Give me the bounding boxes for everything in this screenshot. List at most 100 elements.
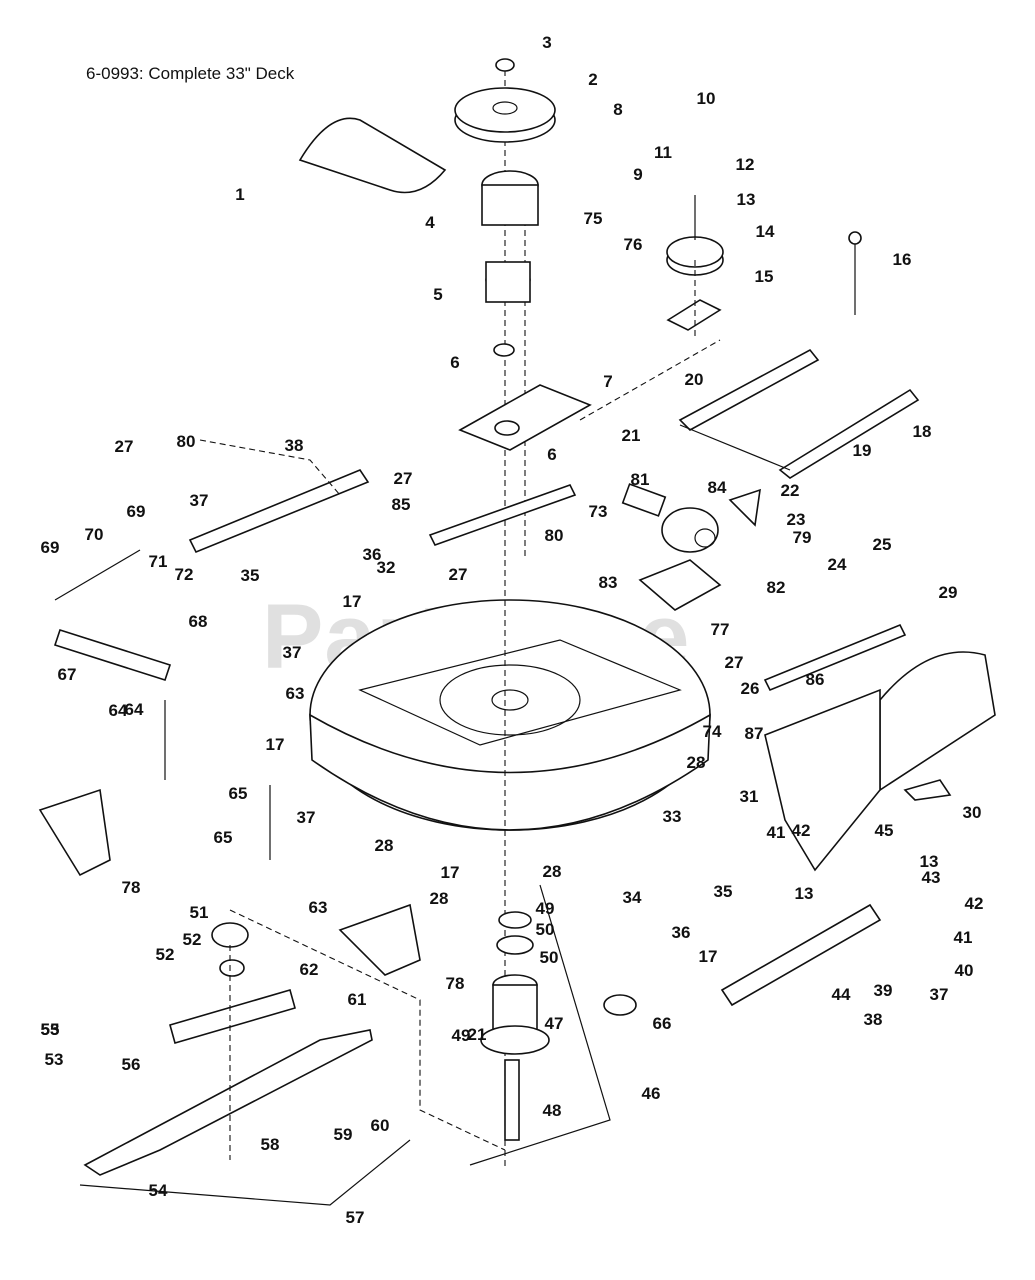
callout-51: 51	[190, 903, 209, 922]
callout-66: 66	[653, 1014, 672, 1033]
pulley-assembly	[298, 58, 592, 451]
callout-44: 44	[832, 985, 851, 1004]
callout-13: 13	[737, 190, 756, 209]
callout-3: 3	[542, 33, 551, 52]
callout-36: 36	[672, 923, 691, 942]
callout-56: 56	[122, 1055, 141, 1074]
callout-30: 30	[963, 803, 982, 822]
callout-16: 16	[893, 250, 912, 269]
callout-57: 57	[346, 1208, 365, 1227]
callout-69: 69	[41, 538, 60, 557]
callout-18: 18	[913, 422, 932, 441]
callout-29: 29	[939, 583, 958, 602]
callout-49: 49	[452, 1026, 471, 1045]
callout-52: 52	[156, 945, 175, 964]
callout-34: 34	[623, 888, 642, 907]
callout-13: 13	[920, 852, 939, 871]
callout-17: 17	[266, 735, 285, 754]
callout-5: 5	[433, 285, 442, 304]
leader-lines	[199, 339, 721, 1166]
callout-82: 82	[767, 578, 786, 597]
callout-79: 79	[793, 528, 812, 547]
callout-73: 73	[589, 502, 608, 521]
callout-36: 36	[363, 545, 382, 564]
callout-42: 42	[965, 894, 984, 913]
callout-10: 10	[697, 89, 716, 108]
callout-78: 78	[122, 878, 141, 897]
blade-assembly	[79, 922, 411, 1206]
callout-47: 47	[545, 1014, 564, 1033]
belt-guard	[764, 651, 996, 872]
callout-26: 26	[741, 679, 760, 698]
callout-27: 27	[394, 469, 413, 488]
callout-39: 39	[874, 981, 893, 1000]
callout-14: 14	[756, 222, 775, 241]
callout-28: 28	[543, 862, 562, 881]
callout-49: 49	[536, 899, 555, 918]
callout-63: 63	[286, 684, 305, 703]
callout-21: 21	[622, 426, 641, 445]
callout-17: 17	[699, 947, 718, 966]
callout-46: 46	[642, 1084, 661, 1103]
callout-6: 6	[547, 445, 556, 464]
callout-77: 77	[711, 620, 730, 639]
callout-59: 59	[334, 1125, 353, 1144]
callout-17: 17	[343, 592, 362, 611]
callout-65: 65	[229, 784, 248, 803]
callout-27: 27	[449, 565, 468, 584]
callout-65: 65	[214, 828, 233, 847]
callout-28: 28	[430, 889, 449, 908]
callout-69: 69	[127, 502, 146, 521]
callout-72: 72	[175, 565, 194, 584]
callout-80: 80	[545, 526, 564, 545]
left-linkage	[38, 549, 421, 976]
callout-50: 50	[540, 948, 559, 967]
callout-37: 37	[190, 491, 209, 510]
callout-62: 62	[300, 960, 319, 979]
callout-11: 11	[654, 143, 672, 162]
idler-pulley	[666, 195, 724, 340]
callout-53: 53	[45, 1050, 64, 1069]
callout-37: 37	[283, 643, 302, 662]
callout-42: 42	[792, 821, 811, 840]
callout-70: 70	[85, 525, 104, 544]
callout-60: 60	[371, 1116, 390, 1135]
callout-86: 86	[806, 670, 825, 689]
callout-40: 40	[955, 961, 974, 980]
callout-38: 38	[864, 1010, 883, 1029]
callout-15: 15	[755, 267, 774, 286]
callout-37: 37	[930, 985, 949, 1004]
callout-43: 43	[922, 868, 941, 887]
callout-27: 27	[725, 653, 744, 672]
callout-63: 63	[309, 898, 328, 917]
callout-12: 12	[736, 155, 755, 174]
callout-71: 71	[149, 552, 168, 571]
callout-83: 83	[599, 573, 618, 592]
callout-21: 21	[468, 1025, 487, 1044]
callout-19: 19	[853, 441, 872, 460]
callout-58: 58	[261, 1135, 280, 1154]
callout-24: 24	[828, 555, 847, 574]
callout-50: 50	[536, 920, 555, 939]
callout-78: 78	[446, 974, 465, 993]
callout-7: 7	[603, 372, 612, 391]
callout-61: 61	[348, 990, 367, 1009]
callout-45: 45	[875, 821, 894, 840]
center-axis	[504, 70, 526, 1170]
mounting-brackets	[188, 469, 907, 1007]
callout-8: 8	[613, 100, 622, 119]
callout-55: 55	[41, 1020, 60, 1039]
callout-84: 84	[708, 478, 727, 497]
callout-75: 75	[584, 209, 603, 228]
callout-9: 9	[633, 165, 642, 184]
callout-87: 87	[745, 724, 764, 743]
callout-35: 35	[714, 882, 733, 901]
callout-67: 67	[58, 665, 77, 684]
callout-25: 25	[873, 535, 892, 554]
callout-35: 35	[241, 566, 260, 585]
callout-53: 53	[41, 1020, 60, 1039]
callout-33: 33	[663, 807, 682, 826]
spindle-housing	[480, 911, 637, 1141]
callout-23: 23	[787, 510, 806, 529]
